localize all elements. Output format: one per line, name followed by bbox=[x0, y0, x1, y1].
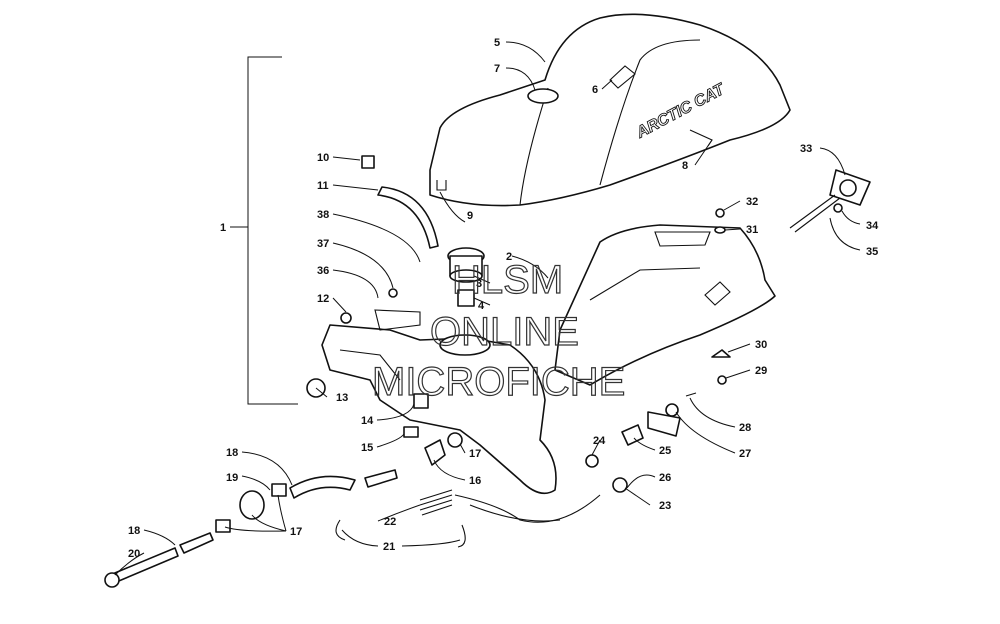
callout-12: 12 bbox=[317, 293, 329, 305]
callout-22: 22 bbox=[384, 516, 396, 528]
gas-tank bbox=[321, 324, 557, 495]
callout-6: 6 bbox=[592, 84, 598, 96]
callout-15: 15 bbox=[361, 442, 373, 454]
callout-5: 5 bbox=[494, 37, 500, 49]
callout-36: 36 bbox=[317, 265, 329, 277]
cable bbox=[454, 477, 628, 523]
callout-7: 7 bbox=[494, 63, 500, 75]
callout-23: 23 bbox=[659, 500, 671, 512]
callout-25: 25 bbox=[659, 445, 671, 457]
callout-13: 13 bbox=[336, 392, 348, 404]
fuel-valve bbox=[403, 426, 463, 466]
callout-10: 10 bbox=[317, 152, 329, 164]
callout-32: 32 bbox=[746, 196, 758, 208]
fuel-line bbox=[104, 469, 398, 588]
callout-26: 26 bbox=[659, 472, 671, 484]
assembly-bracket bbox=[230, 56, 298, 405]
callout-34: 34 bbox=[866, 220, 879, 232]
watermark: HLSM ONLINE MICROFICHE bbox=[371, 257, 626, 404]
callout-20: 20 bbox=[128, 548, 140, 560]
callout-1: 1 bbox=[220, 222, 226, 234]
callout-14: 14 bbox=[361, 415, 374, 427]
switch-assembly bbox=[621, 392, 697, 446]
callout-31: 31 bbox=[746, 224, 758, 236]
callout-18a: 18 bbox=[226, 447, 238, 459]
callout-16: 16 bbox=[469, 475, 481, 487]
leader-lines bbox=[114, 41, 861, 576]
callout-28: 28 bbox=[739, 422, 751, 434]
callout-17a: 17 bbox=[469, 448, 481, 460]
callout-4: 4 bbox=[478, 300, 485, 312]
callout-30: 30 bbox=[755, 339, 767, 351]
callout-37: 37 bbox=[317, 238, 329, 250]
watermark-line-3: MICROFICHE bbox=[372, 360, 625, 404]
callout-2: 2 bbox=[506, 251, 512, 263]
callout-21: 21 bbox=[383, 541, 395, 553]
callout-11: 11 bbox=[317, 180, 329, 192]
callout-labels: 1 2 3 4 5 6 7 8 9 10 11 12 13 14 15 16 1… bbox=[128, 37, 879, 560]
seat: ARCTIC CAT bbox=[429, 13, 791, 207]
callout-33: 33 bbox=[800, 143, 812, 155]
callout-35: 35 bbox=[866, 246, 878, 258]
callout-38: 38 bbox=[317, 209, 329, 221]
callout-17b: 17 bbox=[290, 526, 302, 538]
callout-29: 29 bbox=[755, 365, 767, 377]
vent-hose bbox=[377, 186, 439, 249]
watermark-line-2: ONLINE bbox=[430, 310, 579, 354]
spring-and-clamps bbox=[335, 489, 466, 548]
remote-switch bbox=[789, 169, 871, 233]
callout-9: 9 bbox=[467, 210, 473, 222]
callout-24: 24 bbox=[593, 435, 606, 447]
callout-27: 27 bbox=[739, 448, 751, 460]
callout-18b: 18 bbox=[128, 525, 140, 537]
gas-cap bbox=[447, 247, 485, 307]
callout-19: 19 bbox=[226, 472, 238, 484]
callout-3: 3 bbox=[476, 278, 482, 290]
watermark-line-1: HLSM bbox=[452, 258, 563, 302]
callout-8: 8 bbox=[682, 160, 688, 172]
clip bbox=[361, 155, 375, 169]
console bbox=[554, 224, 776, 386]
